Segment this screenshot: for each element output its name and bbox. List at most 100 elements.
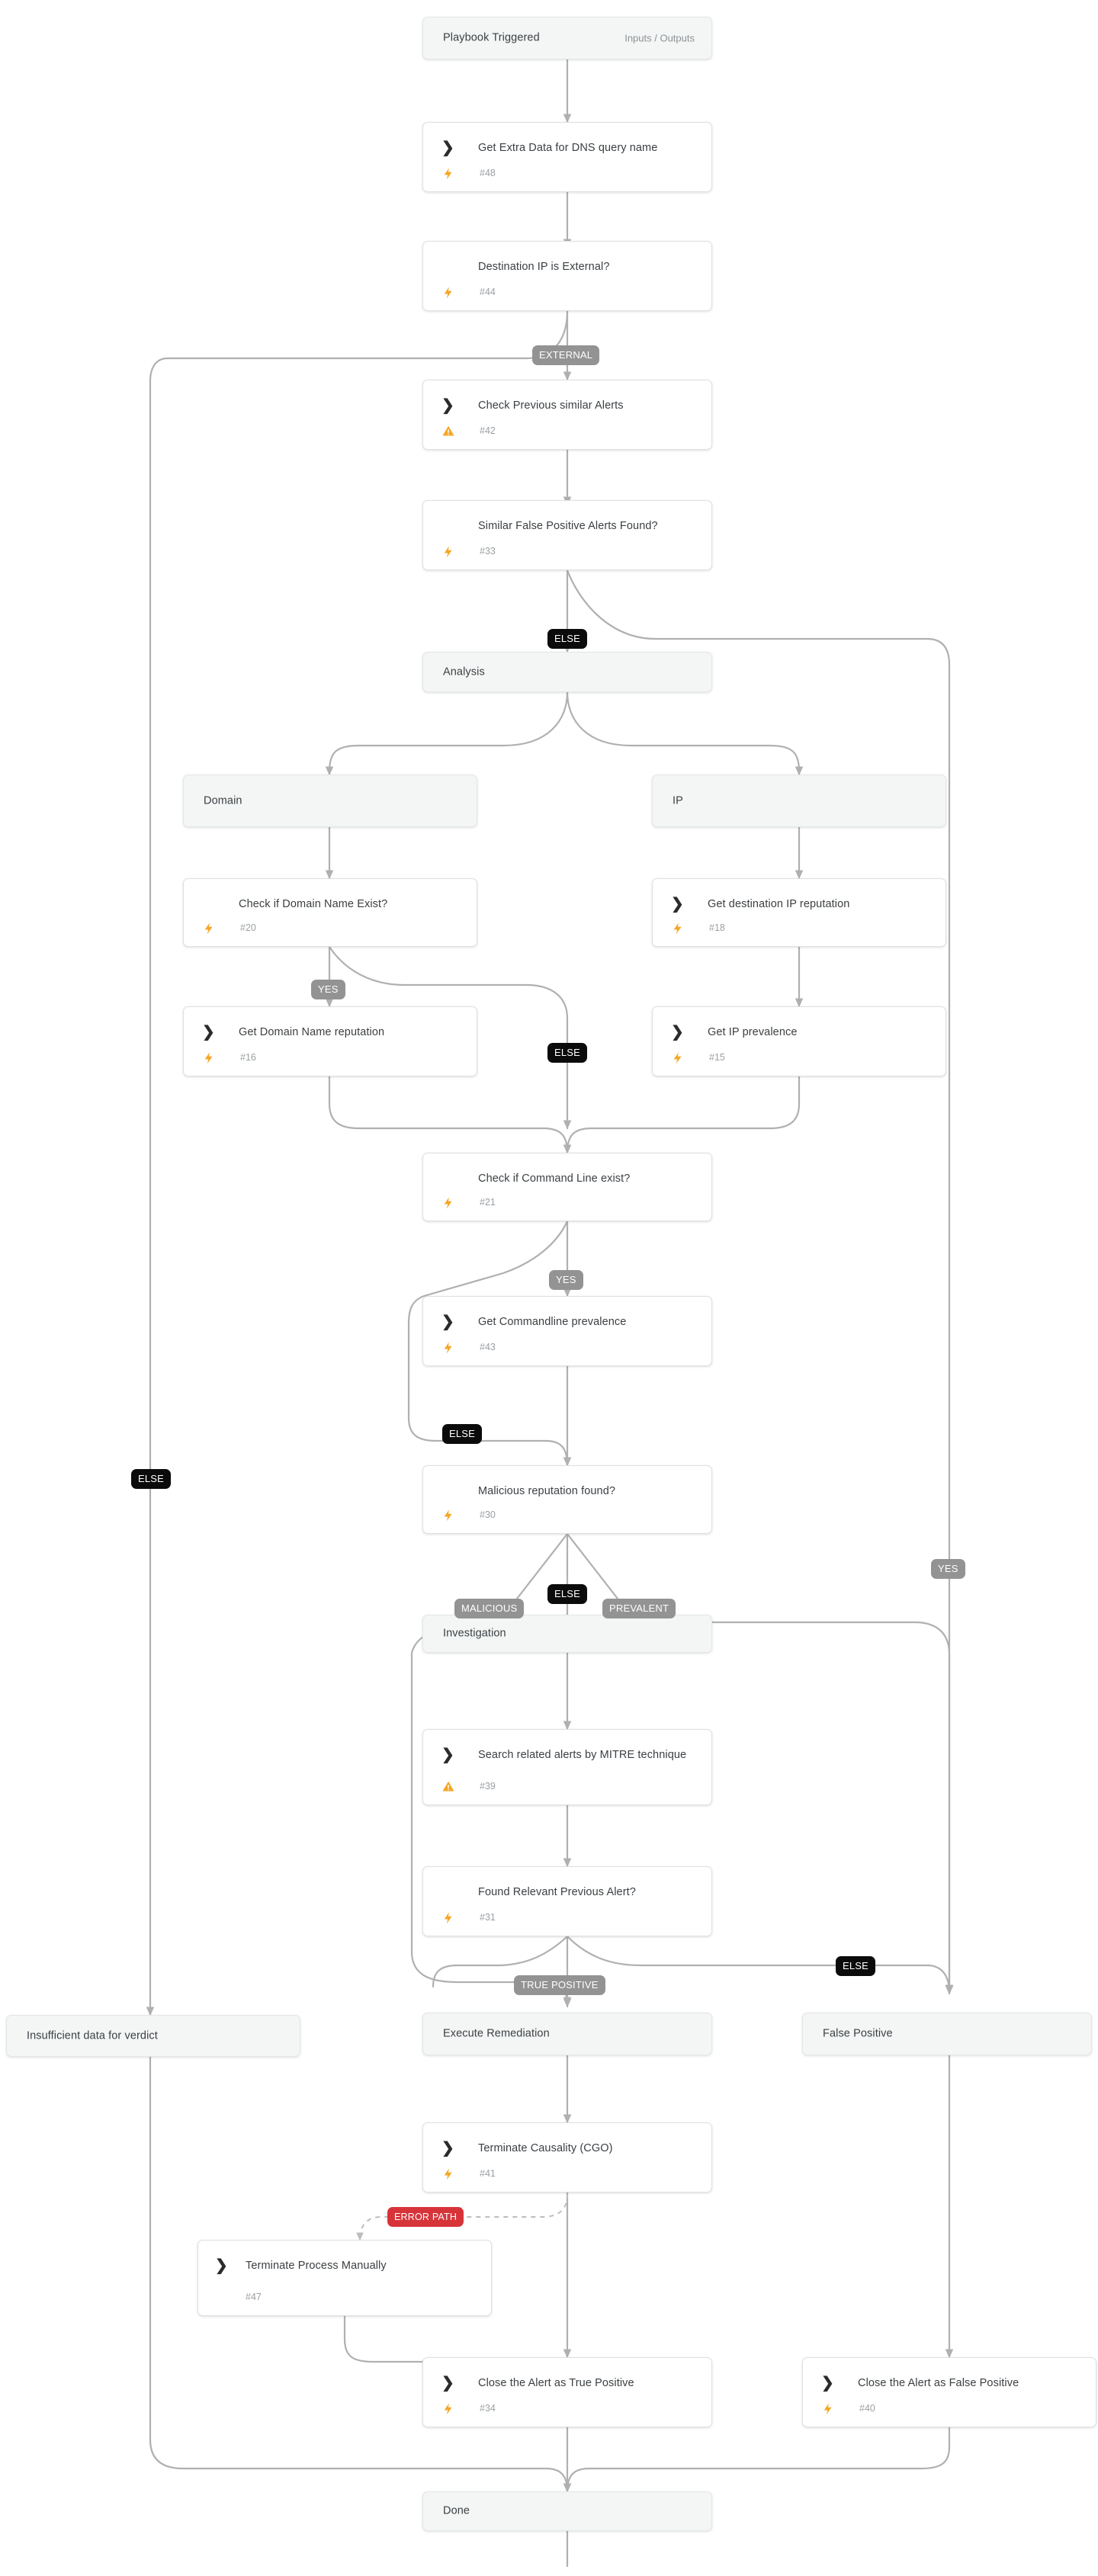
- node-get-commandline-prevalence[interactable]: ❯ Get Commandline prevalence #43: [422, 1296, 712, 1366]
- node-id: #42: [480, 425, 496, 436]
- task-chevron-icon: ❯: [821, 2375, 834, 2392]
- node-title: Malicious reputation found?: [478, 1485, 616, 1497]
- badge-true-positive[interactable]: TRUE POSITIVE: [514, 1975, 605, 1995]
- node-title: False Positive: [823, 2027, 893, 2040]
- task-chevron-icon: ❯: [202, 1024, 215, 1041]
- node-id: #16: [240, 1052, 256, 1063]
- task-chevron-icon: ❯: [441, 397, 454, 414]
- node-title: Check Previous similar Alerts: [478, 399, 624, 412]
- node-search-related-alerts-by-mitre[interactable]: ❯ Search related alerts by MITRE techniq…: [422, 1729, 712, 1805]
- badge-else-20[interactable]: ELSE: [547, 1043, 588, 1063]
- node-id: #40: [859, 2403, 875, 2414]
- node-title: Search related alerts by MITRE technique: [478, 1749, 687, 1761]
- badge-external[interactable]: EXTERNAL: [532, 345, 600, 365]
- task-chevron-icon: ❯: [441, 2140, 454, 2157]
- badge-prevalent-30[interactable]: PREVALENT: [602, 1599, 676, 1618]
- node-playbook-triggered[interactable]: Playbook Triggered Inputs / Outputs: [422, 17, 712, 59]
- bolt-icon: [441, 2401, 455, 2417]
- task-chevron-icon: ❯: [671, 896, 684, 913]
- bolt-icon: [441, 1508, 455, 1523]
- node-false-positive[interactable]: False Positive: [802, 2013, 1092, 2055]
- node-domain[interactable]: Domain: [183, 775, 477, 827]
- bolt-icon: [202, 1051, 216, 1066]
- node-terminate-causality-cgo[interactable]: ❯ Terminate Causality (CGO) #41: [422, 2122, 712, 2193]
- node-title: Destination IP is External?: [478, 261, 610, 273]
- node-terminate-process-manually[interactable]: ❯ Terminate Process Manually #47: [197, 2240, 492, 2316]
- node-id: #33: [480, 546, 496, 557]
- badge-else-44[interactable]: ELSE: [131, 1469, 172, 1489]
- node-id: #41: [480, 2168, 496, 2179]
- node-similar-false-positive-alerts-found[interactable]: Similar False Positive Alerts Found? #33: [422, 500, 712, 570]
- inputs-outputs-label[interactable]: Inputs / Outputs: [624, 32, 695, 44]
- node-execute-remediation[interactable]: Execute Remediation: [422, 2013, 712, 2055]
- node-title: Similar False Positive Alerts Found?: [478, 520, 658, 532]
- task-chevron-icon: ❯: [441, 1314, 454, 1330]
- badge-else-31[interactable]: ELSE: [836, 1956, 876, 1976]
- node-ip[interactable]: IP: [652, 775, 946, 827]
- condition-diamond-icon: [441, 519, 457, 534]
- node-check-if-command-line-exist[interactable]: Check if Command Line exist? #21: [422, 1153, 712, 1221]
- node-title: Check if Domain Name Exist?: [239, 898, 388, 910]
- warning-icon: [441, 424, 455, 439]
- node-title: Found Relevant Previous Alert?: [478, 1886, 636, 1898]
- node-get-destination-ip-reputation[interactable]: ❯ Get destination IP reputation #18: [652, 878, 946, 947]
- node-title: Get IP prevalence: [708, 1026, 798, 1038]
- node-check-previous-similar-alerts[interactable]: ❯ Check Previous similar Alerts #42: [422, 380, 712, 450]
- bolt-icon: [441, 544, 455, 560]
- badge-else-33[interactable]: ELSE: [547, 629, 588, 649]
- node-title: Get Extra Data for DNS query name: [478, 142, 658, 154]
- bolt-icon: [441, 2167, 455, 2182]
- node-title: IP: [673, 794, 683, 807]
- badge-malicious-30[interactable]: MALICIOUS: [454, 1599, 525, 1618]
- condition-diamond-icon: [441, 1484, 457, 1500]
- node-get-ip-prevalence[interactable]: ❯ Get IP prevalence #15: [652, 1006, 946, 1076]
- node-insufficient-data-for-verdict[interactable]: Insufficient data for verdict: [6, 2015, 300, 2057]
- badge-yes-20[interactable]: YES: [311, 980, 345, 999]
- node-found-relevant-previous-alert[interactable]: Found Relevant Previous Alert? #31: [422, 1866, 712, 1936]
- node-get-extra-data-dns[interactable]: ❯ Get Extra Data for DNS query name #48: [422, 122, 712, 192]
- condition-diamond-icon: [441, 1885, 457, 1901]
- node-id: #30: [480, 1509, 496, 1520]
- node-title: Execute Remediation: [443, 2027, 550, 2040]
- node-close-alert-as-false-positive[interactable]: ❯ Close the Alert as False Positive #40: [802, 2357, 1096, 2427]
- node-analysis[interactable]: Analysis: [422, 652, 712, 692]
- task-chevron-icon: ❯: [441, 1747, 454, 1763]
- condition-diamond-icon: [441, 260, 457, 275]
- node-check-if-domain-name-exist[interactable]: Check if Domain Name Exist? #20: [183, 878, 477, 947]
- bolt-icon: [441, 166, 455, 181]
- node-title: Get destination IP reputation: [708, 898, 850, 910]
- badge-error-path[interactable]: ERROR PATH: [387, 2207, 464, 2227]
- node-title: Terminate Causality (CGO): [478, 2142, 613, 2154]
- node-title: Get Domain Name reputation: [239, 1026, 385, 1038]
- node-title: Domain: [204, 794, 242, 807]
- bolt-icon: [441, 1910, 455, 1926]
- node-investigation[interactable]: Investigation: [422, 1615, 712, 1653]
- badge-else-30[interactable]: ELSE: [547, 1584, 588, 1604]
- badge-else-21[interactable]: ELSE: [442, 1424, 483, 1444]
- bolt-icon: [441, 1340, 455, 1355]
- bolt-icon: [441, 285, 455, 300]
- task-chevron-icon: ❯: [441, 140, 454, 156]
- node-id: #44: [480, 287, 496, 297]
- badge-yes-21[interactable]: YES: [549, 1270, 583, 1290]
- node-id: #21: [480, 1197, 496, 1208]
- node-id: #34: [480, 2403, 496, 2414]
- node-id: #39: [480, 1781, 496, 1792]
- task-chevron-icon: ❯: [441, 2375, 454, 2392]
- node-get-domain-name-reputation[interactable]: ❯ Get Domain Name reputation #16: [183, 1006, 477, 1076]
- node-title: Terminate Process Manually: [246, 2260, 387, 2272]
- node-destination-ip-external[interactable]: Destination IP is External? #44: [422, 241, 712, 311]
- bolt-icon: [441, 1195, 455, 1211]
- node-malicious-reputation-found[interactable]: Malicious reputation found? #30: [422, 1465, 712, 1534]
- task-chevron-icon: ❯: [215, 2257, 228, 2274]
- node-title: Check if Command Line exist?: [478, 1173, 631, 1185]
- node-title: Done: [443, 2504, 470, 2517]
- node-title: Insufficient data for verdict: [27, 2029, 158, 2042]
- warning-icon: [441, 1779, 455, 1795]
- node-done[interactable]: Done: [422, 2491, 712, 2531]
- node-close-alert-as-true-positive[interactable]: ❯ Close the Alert as True Positive #34: [422, 2357, 712, 2427]
- bolt-icon: [821, 2401, 835, 2417]
- badge-yes-33[interactable]: YES: [931, 1559, 965, 1579]
- bolt-icon: [671, 1051, 685, 1066]
- bolt-icon: [671, 921, 685, 936]
